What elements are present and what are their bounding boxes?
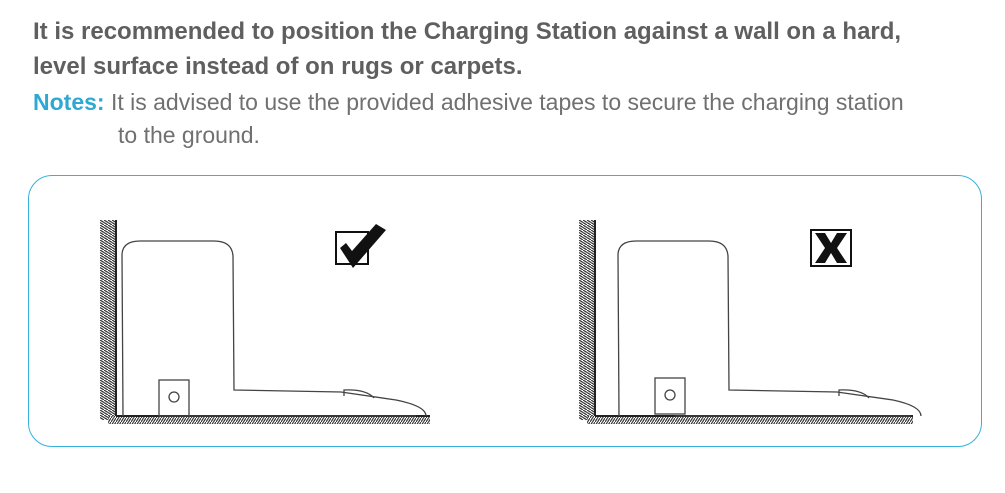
notes-line-2: to the ground. <box>118 122 260 148</box>
incorrect-placement-illustration <box>579 220 922 424</box>
title-line-1: It is recommended to position the Chargi… <box>33 18 902 45</box>
notes-label: Notes: <box>33 89 105 115</box>
notes-paragraph: Notes: It is advised to use the provided… <box>33 86 993 152</box>
charging-station <box>121 240 427 417</box>
instruction-title: It is recommended to position the Chargi… <box>33 14 993 84</box>
wall <box>100 220 117 420</box>
charging-station <box>617 240 922 417</box>
wall <box>579 220 596 420</box>
checkmark-icon <box>335 224 386 268</box>
illustration-frame <box>28 175 982 447</box>
x-mark-icon <box>810 229 852 267</box>
floor <box>587 415 913 424</box>
correct-placement-illustration <box>100 220 430 424</box>
floor <box>108 415 430 424</box>
notes-line-1: It is advised to use the provided adhesi… <box>104 89 904 115</box>
title-line-2: level surface instead of on rugs or carp… <box>33 53 523 80</box>
